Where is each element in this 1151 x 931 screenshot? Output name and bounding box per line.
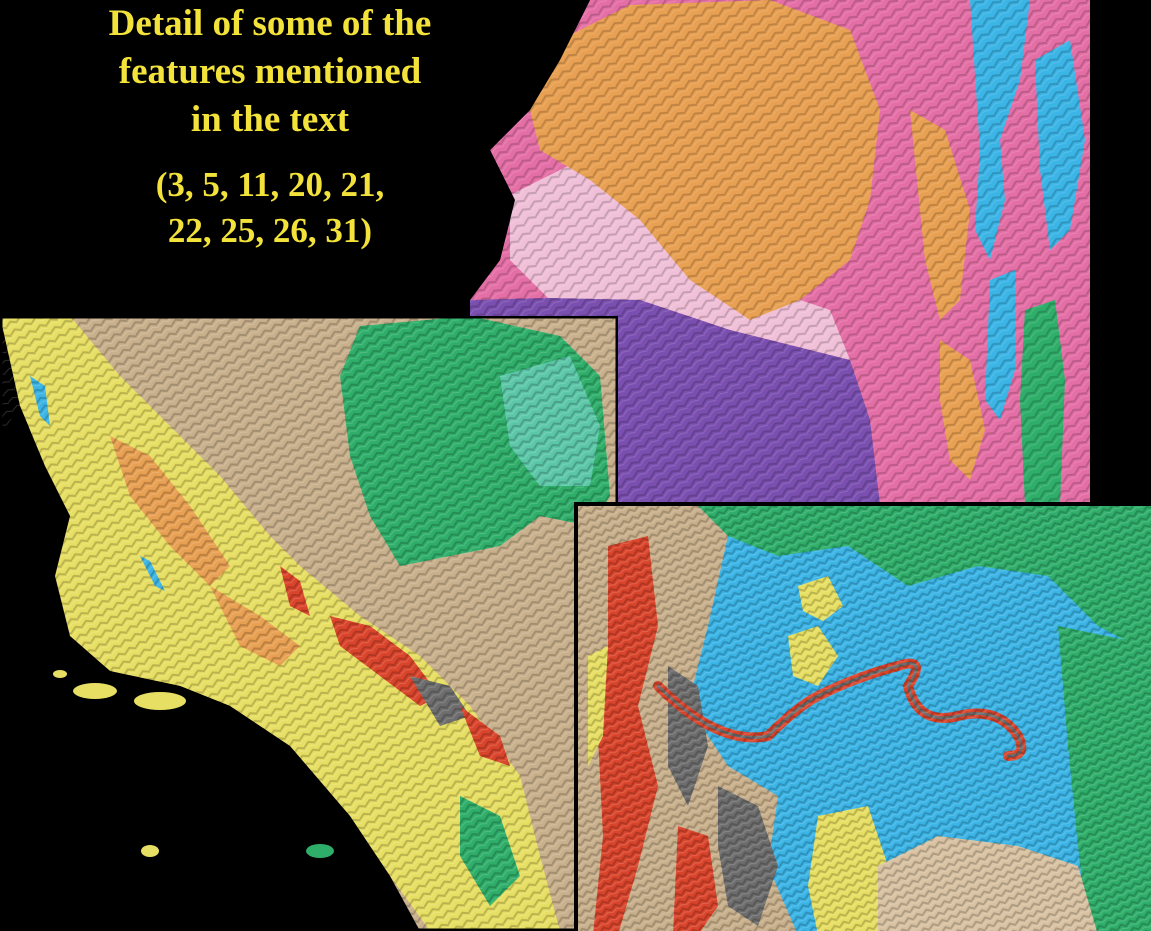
reference-line-2: 22, 25, 26, 31) (167, 211, 373, 250)
reference-numbers: (3, 5, 11, 20, 21, 22, 25, 26, 31) (20, 162, 520, 254)
map-panel-inset (574, 502, 1151, 931)
map-socal-graphic (0, 316, 618, 931)
caption: Detail of some of the features mentioned… (20, 0, 520, 254)
reference-line-1: (3, 5, 11, 20, 21, (155, 165, 385, 204)
caption-line-2: features mentioned (118, 51, 422, 92)
caption-line-3: in the text (190, 99, 350, 140)
map-panel-socal (0, 316, 618, 931)
caption-line-1: Detail of some of the (108, 3, 432, 44)
map-inset-graphic (578, 506, 1151, 931)
